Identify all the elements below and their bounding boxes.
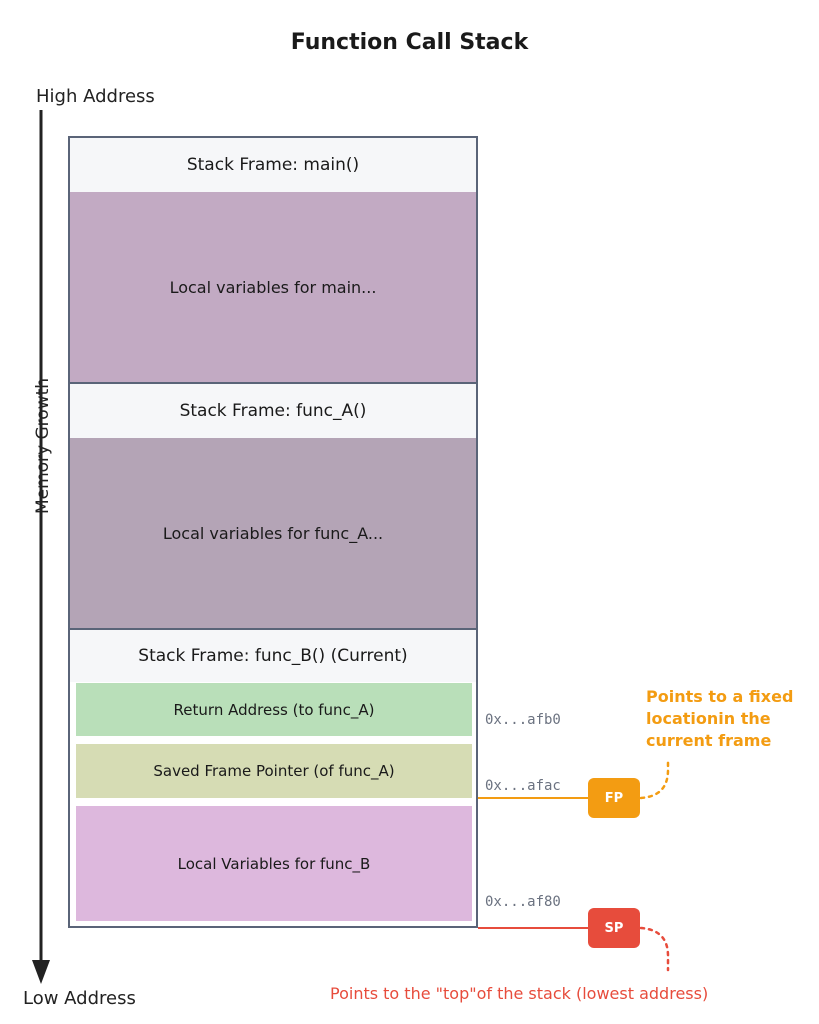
frame-divider [70, 382, 476, 384]
frame-divider [70, 628, 476, 630]
address-afac: 0x...afac [485, 778, 561, 794]
frame-main-header: Stack Frame: main() [70, 138, 476, 192]
frame-func-a-header: Stack Frame: func_A() [70, 384, 476, 438]
high-address-label: High Address [36, 86, 155, 107]
low-address-label: Low Address [23, 988, 136, 1009]
memory-growth-arrow [32, 110, 50, 984]
saved-frame-pointer-slot: Saved Frame Pointer (of func_A) [76, 744, 472, 798]
frame-main-locals: Local variables for main... [70, 192, 476, 382]
fp-note-line: current frame [646, 731, 772, 750]
fp-note-line: Points to a fixed [646, 687, 794, 706]
address-afb0: 0x...afb0 [485, 712, 561, 728]
sp-badge: SP [588, 908, 640, 948]
call-stack: Stack Frame: main() Local variables for … [68, 136, 478, 928]
diagram-title: Function Call Stack [290, 30, 529, 55]
func-b-locals-slot: Local Variables for func_B [76, 806, 472, 921]
sp-note: Points to the "top"of the stack (lowest … [330, 984, 709, 1003]
fp-note: Points to a fixed locationin the current… [646, 686, 793, 752]
frame-func-b-header: Stack Frame: func_B() (Current) [70, 630, 476, 682]
return-address-slot: Return Address (to func_A) [76, 683, 472, 736]
address-af80: 0x...af80 [485, 894, 561, 910]
frame-func-a-locals: Local variables for func_A... [70, 438, 476, 628]
fp-note-leader [639, 756, 670, 800]
fp-note-line: locationin the [646, 709, 771, 728]
sp-note-leader [639, 926, 670, 972]
fp-badge: FP [588, 778, 640, 818]
